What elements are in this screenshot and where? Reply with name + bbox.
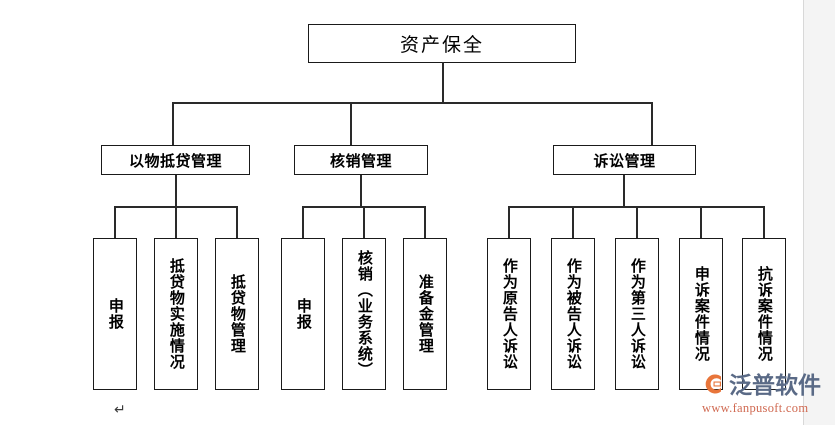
node-leaf-declaration-writeoff[interactable]: 申报 [281,238,325,390]
node-leaf-7-label: 作为被告人诉讼 [564,258,583,370]
node-branch-1-label: 核销管理 [329,151,392,170]
connector-branch-2-drop [651,102,653,146]
node-leaf-collateral-management[interactable]: 抵贷物管理 [215,238,259,390]
connector-leaf-3-drop [302,206,304,238]
paragraph-mark-icon: ↵ [114,402,126,418]
node-root-asset-preservation[interactable]: 资产保全 [308,24,576,63]
node-branch-mortgage-management[interactable]: 以物抵贷管理 [101,145,250,175]
node-leaf-reserve-fund-management[interactable]: 准备金管理 [403,238,447,390]
connector-group1-stem [175,175,177,207]
connector-leaf-8-drop [636,206,638,238]
node-leaf-as-third-party-litigation[interactable]: 作为第三人诉讼 [615,238,659,390]
node-leaf-declaration-mortgage[interactable]: 申报 [93,238,137,390]
node-branch-2-label: 诉讼管理 [593,151,656,170]
node-leaf-0-label: 申报 [106,298,125,330]
node-leaf-1-label: 抵贷物实施情况 [167,258,186,370]
connector-group3-stem [623,175,625,207]
node-leaf-5-label: 准备金管理 [416,274,435,354]
connector-branch-0-drop [172,102,174,146]
node-leaf-2-label: 抵贷物管理 [228,274,247,354]
connector-leaf-10-drop [763,206,765,238]
connector-leaf-4-drop [363,206,365,238]
node-branch-0-label: 以物抵贷管理 [128,151,222,170]
node-root-label: 资产保全 [399,34,484,56]
connector-leaf-2-drop [236,206,238,238]
connector-level1-bus [172,102,652,104]
connector-group2-stem [360,175,362,207]
node-leaf-10-label: 抗诉案件情况 [755,266,774,362]
connector-root-drop [442,62,444,103]
connector-leaf-7-drop [572,206,574,238]
connector-leaf-0-drop [114,206,116,238]
node-leaf-8-label: 作为第三人诉讼 [628,258,647,370]
node-leaf-as-defendant-litigation[interactable]: 作为被告人诉讼 [551,238,595,390]
node-leaf-9-label: 申诉案件情况 [692,266,711,362]
node-leaf-4-label: 核销（业务系统） [355,250,374,378]
connector-leaf-5-drop [424,206,426,238]
node-leaf-writeoff-business-system[interactable]: 核销（业务系统） [342,238,386,390]
node-leaf-protest-case-status[interactable]: 抗诉案件情况 [742,238,786,390]
connector-branch-1-drop [350,102,352,146]
node-leaf-6-label: 作为原告人诉讼 [500,258,519,370]
connector-leaf-1-drop [175,206,177,238]
node-leaf-collateral-implementation-status[interactable]: 抵贷物实施情况 [154,238,198,390]
node-leaf-3-label: 申报 [294,298,313,330]
node-branch-litigation-management[interactable]: 诉讼管理 [553,145,696,175]
connector-leaf-6-drop [508,206,510,238]
connector-leaf-9-drop [700,206,702,238]
node-branch-writeoff-management[interactable]: 核销管理 [294,145,428,175]
page-margin-strip [803,0,835,425]
node-leaf-as-plaintiff-litigation[interactable]: 作为原告人诉讼 [487,238,531,390]
node-leaf-appeal-case-status[interactable]: 申诉案件情况 [679,238,723,390]
